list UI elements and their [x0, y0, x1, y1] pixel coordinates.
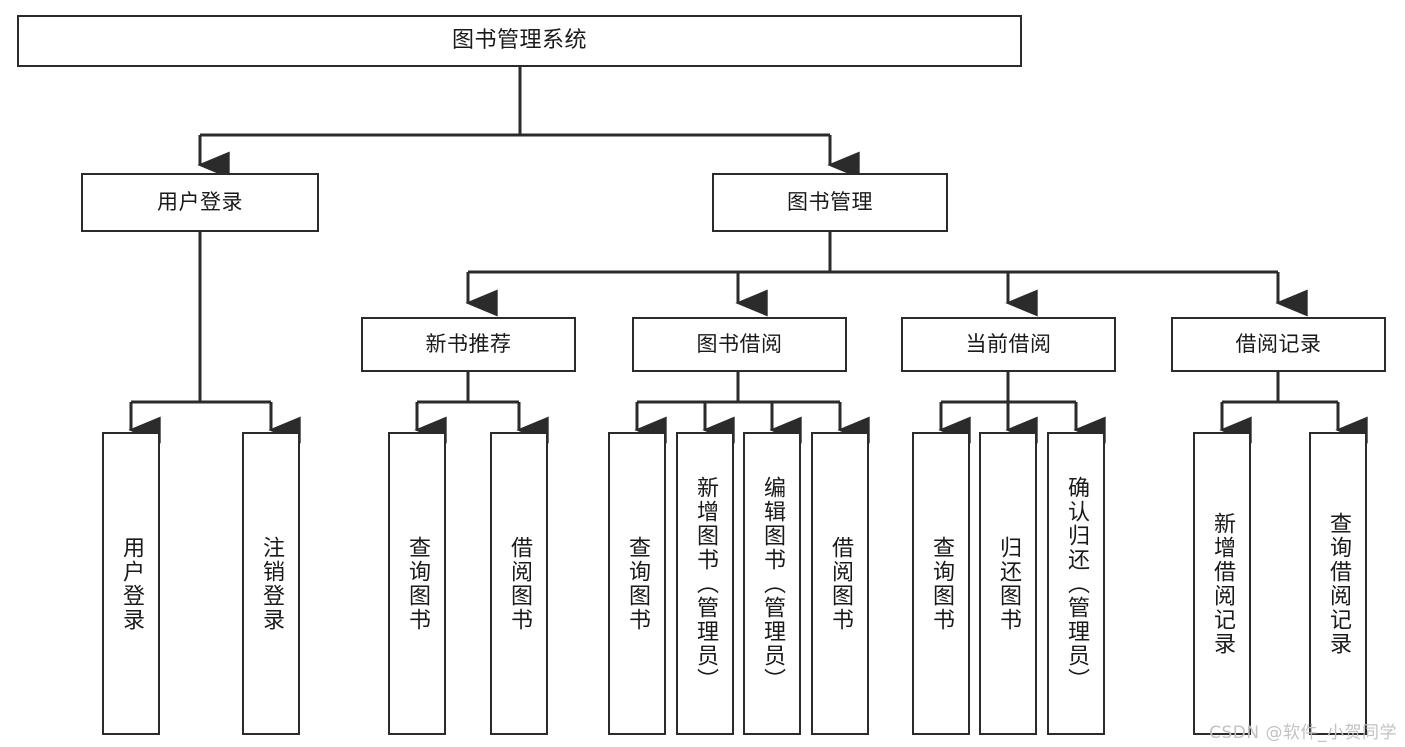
leaf-borrow-record-add[interactable]: 新增借阅记录 [1193, 432, 1251, 735]
node-label: 查询借阅记录 [1326, 511, 1351, 656]
node-root-book-management-system[interactable]: 图书管理系统 [17, 15, 1022, 67]
leaf-book-borrow-add[interactable]: 新增图书（管理员） [676, 432, 734, 735]
node-label: 确认归还（管理员） [1064, 475, 1089, 692]
node-label: 查询图书 [405, 535, 430, 632]
node-label: 查询图书 [625, 535, 650, 632]
node-label: 当前借阅 [965, 332, 1052, 357]
node-label: 新增借阅记录 [1210, 511, 1235, 656]
node-label: 借阅记录 [1235, 332, 1322, 357]
node-label: 注销登录 [259, 535, 284, 632]
node-book-management[interactable]: 图书管理 [712, 173, 948, 232]
leaf-new-book-borrow[interactable]: 借阅图书 [490, 432, 548, 735]
leaf-book-borrow-borrow[interactable]: 借阅图书 [811, 432, 869, 735]
node-label: 新书推荐 [425, 332, 512, 357]
node-label: 图书管理 [787, 190, 873, 215]
node-label: 图书管理系统 [451, 28, 587, 54]
node-label: 借阅图书 [507, 535, 532, 632]
node-label: 借阅图书 [828, 535, 853, 632]
node-label: 归还图书 [996, 535, 1021, 632]
node-label: 图书借阅 [696, 332, 783, 357]
leaf-current-borrow-query[interactable]: 查询图书 [912, 432, 970, 735]
node-book-borrow[interactable]: 图书借阅 [632, 317, 847, 372]
node-user-login[interactable]: 用户登录 [81, 173, 319, 232]
node-label: 用户登录 [119, 535, 144, 632]
node-new-book-recommend[interactable]: 新书推荐 [361, 317, 576, 372]
leaf-book-borrow-query[interactable]: 查询图书 [608, 432, 666, 735]
leaf-borrow-record-query[interactable]: 查询借阅记录 [1309, 432, 1367, 735]
leaf-new-book-query[interactable]: 查询图书 [388, 432, 446, 735]
node-borrow-record[interactable]: 借阅记录 [1171, 317, 1386, 372]
leaf-user-login-logout[interactable]: 注销登录 [242, 432, 300, 735]
leaf-current-borrow-return[interactable]: 归还图书 [979, 432, 1037, 735]
node-current-borrow[interactable]: 当前借阅 [901, 317, 1116, 372]
node-label: 查询图书 [929, 535, 954, 632]
leaf-current-borrow-confirm-return[interactable]: 确认归还（管理员） [1047, 432, 1105, 735]
leaf-book-borrow-edit[interactable]: 编辑图书（管理员） [743, 432, 801, 735]
watermark-text: CSDN @软件_小贺同学 [1209, 723, 1397, 743]
node-label: 新增图书（管理员） [693, 475, 718, 692]
leaf-user-login-login[interactable]: 用户登录 [102, 432, 160, 735]
node-label: 用户登录 [157, 190, 243, 215]
node-label: 编辑图书（管理员） [760, 475, 785, 692]
